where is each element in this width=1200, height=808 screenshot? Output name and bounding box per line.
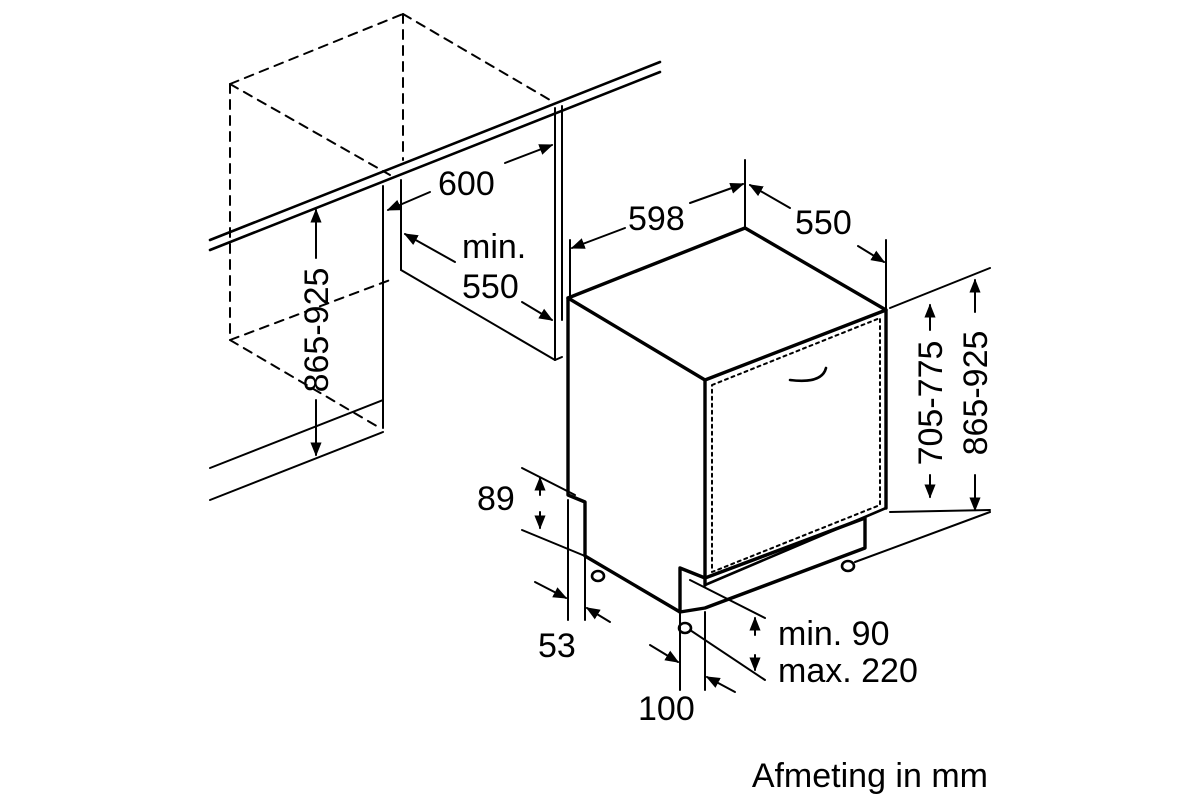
dishwasher-body bbox=[566, 226, 888, 635]
upper-cabinet-outline bbox=[229, 13, 551, 429]
label-appliance-height: 705-775 bbox=[912, 341, 950, 466]
label-appliance-width: 598 bbox=[628, 200, 685, 238]
caption: Afmeting in mm bbox=[752, 757, 988, 795]
feet bbox=[590, 559, 856, 635]
niche-cabinet bbox=[208, 13, 662, 501]
label-plinth-height: 89 bbox=[477, 480, 515, 518]
label-niche-height: 865-925 bbox=[298, 268, 336, 393]
floor-lines bbox=[209, 399, 384, 501]
label-kick-min: min. 90 bbox=[778, 615, 890, 653]
label-plinth-setback: 53 bbox=[538, 627, 576, 665]
label-niche-width: 600 bbox=[438, 165, 495, 203]
label-niche-depth-value: 550 bbox=[462, 268, 519, 306]
door-panel bbox=[711, 317, 881, 573]
label-niche-depth-min: min. bbox=[462, 228, 526, 266]
label-kick-max: max. 220 bbox=[778, 652, 918, 690]
dimension-lines bbox=[310, 144, 991, 693]
label-total-height: 865-925 bbox=[957, 331, 995, 456]
door-handle-icon bbox=[788, 366, 828, 383]
label-door-offset: 100 bbox=[638, 690, 695, 728]
countertop bbox=[208, 60, 662, 252]
label-appliance-depth: 550 bbox=[795, 204, 852, 242]
niche-side-panels bbox=[382, 105, 563, 429]
